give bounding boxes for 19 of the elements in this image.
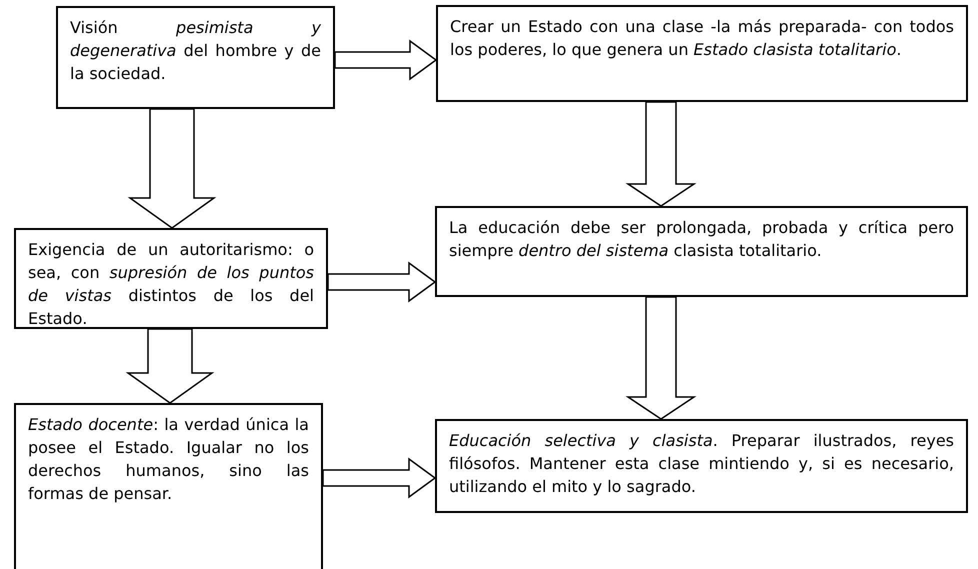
- box-text: Exigencia de un autoritarismo: o sea, con supresión de los puntos de vistas distintos de los del Estado.: [28, 239, 314, 330]
- box-text: La educación debe ser prolongada, probada y crítica pero siempre dentro del sistema clasista totalitario.: [449, 217, 954, 262]
- box-text: Educación selectiva y clasista. Preparar ilustrados, reyes filósofos. Mantener esta clase mintiendo y, si es necesario, utilizando el mito y lo sagrado.: [449, 430, 954, 498]
- box-text: Visión pesimista y degenerativa del hombre y de la sociedad.: [70, 17, 321, 85]
- block-arrow: [626, 296, 696, 420]
- text-box: [436, 5, 968, 102]
- block-arrow: [334, 40, 438, 80]
- text-box: [435, 419, 968, 513]
- box-text: Estado docente: la verdad única la posee el Estado. Igualar no los derechos humanos, sino las formas de pensar.: [28, 414, 309, 505]
- block-arrow: [128, 108, 216, 229]
- block-arrow: [327, 262, 436, 302]
- text-box: [56, 6, 335, 109]
- text-box: [14, 228, 328, 329]
- block-arrow: [322, 458, 436, 498]
- box-text: Crear un Estado con una clase -la más preparada- con todos los poderes, lo que genera un Estado clasista totalitario.: [450, 16, 954, 61]
- block-arrow: [626, 101, 696, 207]
- text-box: [14, 403, 323, 569]
- text-box: [435, 206, 968, 297]
- block-arrow: [126, 328, 214, 404]
